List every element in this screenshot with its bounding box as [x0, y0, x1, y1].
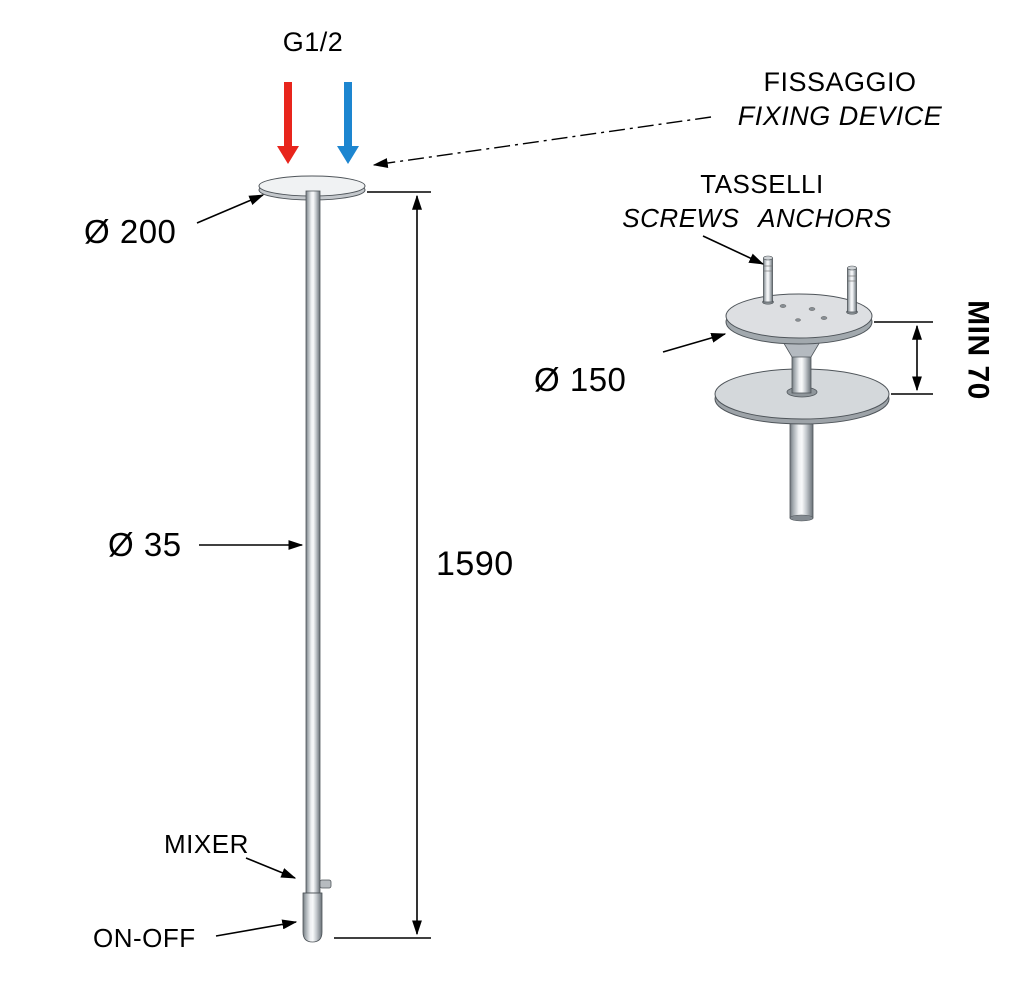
label-flange-diameter: Ø 200 — [84, 213, 177, 250]
plate-hole — [808, 307, 816, 311]
fixing-plate — [725, 293, 873, 339]
detail-pipe-end — [789, 514, 814, 522]
label-min-clearance: MIN 70 — [961, 300, 995, 400]
leader-anchors — [702, 235, 765, 265]
anchor-stud-left — [762, 255, 774, 305]
leader-lines-main — [196, 194, 304, 937]
mixer-body — [302, 892, 323, 943]
dimension-1590 — [334, 191, 431, 939]
label-fixing-device-it: FISSAGGIO — [763, 67, 917, 97]
stud-shaft — [763, 257, 773, 303]
cold-water-arrow — [337, 82, 359, 164]
stud-shaft — [847, 267, 857, 313]
plate-hole — [795, 318, 801, 322]
label-on-off: ON-OFF — [93, 923, 196, 953]
leader-flange-diameter — [196, 194, 265, 224]
stud-top — [847, 265, 857, 271]
label-column-length: 1590 — [436, 545, 514, 583]
label-anchors-en: SCREWS ANCHORS — [622, 203, 892, 233]
stud-top — [763, 255, 773, 261]
leader-mixer — [245, 857, 297, 879]
label-anchors-it: TASSELLI — [700, 169, 824, 199]
plate-hole — [779, 304, 787, 308]
label-mixer: MIXER — [164, 829, 249, 859]
anchor-stud-right — [846, 265, 858, 315]
fixing-device-detail — [662, 235, 933, 522]
label-fixing-device-en: FIXING DEVICE — [737, 101, 943, 131]
mixer-knob — [319, 879, 332, 889]
label-column-diameter: Ø 35 — [108, 526, 182, 563]
hot-water-arrow — [277, 82, 299, 164]
column-pole — [305, 190, 321, 894]
leader-lines-detail — [662, 235, 765, 353]
detail-connector-cylinder — [791, 354, 812, 394]
leader-fixing-device-dashdot — [372, 116, 712, 169]
leader-plate-diameter — [662, 333, 727, 353]
shower-column-assembly — [258, 82, 366, 943]
label-plate-diameter: Ø 150 — [534, 361, 627, 398]
fixing-plate-holes — [779, 304, 828, 322]
leader-on-off — [215, 919, 298, 937]
dimension-min70 — [874, 321, 933, 395]
plate-hole — [820, 316, 828, 320]
label-connection-thread: G1/2 — [282, 27, 344, 57]
